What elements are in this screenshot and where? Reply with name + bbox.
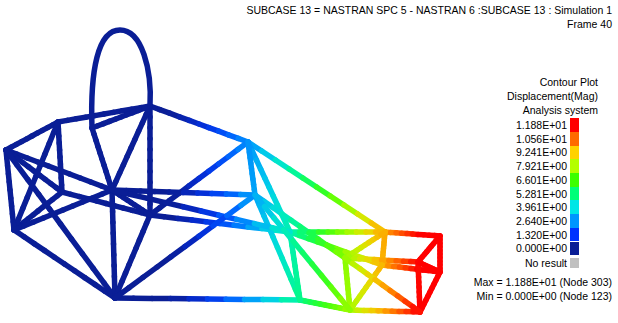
scale-value: 3.961E+00	[516, 201, 567, 213]
plot-label: Analysis system	[523, 104, 598, 116]
scale-swatch	[570, 146, 579, 160]
frame-tube	[376, 229, 386, 235]
scale-swatch	[570, 200, 579, 214]
scale-value: 1.320E+00	[516, 229, 567, 241]
frame-tube	[189, 296, 208, 302]
frame-tube	[381, 232, 385, 235]
frame-tube	[208, 296, 227, 302]
scale-swatch	[570, 228, 579, 242]
frame-tube	[341, 299, 351, 311]
frame-tube	[413, 307, 421, 312]
frame-tube	[171, 296, 190, 302]
scale-value: 9.241E+00	[516, 146, 567, 158]
scale-swatch	[570, 214, 579, 228]
frame-tube	[379, 265, 382, 270]
scale-value: No result	[525, 257, 567, 269]
frame-tube	[435, 233, 441, 239]
frame-tube	[39, 194, 50, 209]
frame-tube	[17, 165, 28, 180]
scale-value: 7.921E+00	[516, 160, 567, 172]
frame-tube	[93, 268, 104, 283]
scale-swatch	[570, 187, 579, 201]
frame-tube	[263, 297, 282, 303]
plot-label: Max = 1.188E+01 (Node 303)	[474, 276, 612, 288]
scale-value: 2.640E+00	[516, 215, 567, 227]
frame-tube	[437, 268, 443, 272]
frame-tube	[238, 142, 248, 149]
plot-label: Frame 40	[567, 18, 612, 30]
frame-tube	[245, 297, 264, 303]
plot-label: Min = 0.000E+00 (Node 123)	[477, 290, 612, 302]
plot-label: Displacement(Mag)	[507, 90, 598, 102]
scale-value: 5.281E+00	[516, 188, 567, 200]
frame-tube	[82, 254, 93, 269]
frame-tube	[71, 239, 82, 254]
scale-swatch	[570, 159, 579, 173]
main-hoop	[92, 30, 151, 128]
frame-tube	[226, 296, 245, 302]
frame-tubes	[6, 106, 440, 312]
scale-swatch	[570, 173, 579, 187]
frame-tube	[152, 296, 171, 302]
frame-tube	[56, 188, 62, 192]
frame-tube	[134, 295, 153, 301]
frame-tube	[6, 150, 17, 165]
plot-label: Contour Plot	[540, 76, 598, 88]
frame-tube	[146, 213, 150, 216]
frame-tube	[28, 180, 39, 195]
scale-value: 1.056E+01	[516, 133, 567, 145]
scale-swatch	[570, 132, 579, 146]
scale-value: 1.188E+01	[516, 119, 567, 131]
frame-tube	[438, 272, 440, 276]
scale-swatch	[570, 242, 579, 256]
frame-tube	[438, 271, 440, 272]
scale-swatch	[570, 118, 579, 132]
frame-tube	[438, 236, 440, 239]
scale-value: 0.000E+00	[516, 242, 567, 254]
plot-title: SUBCASE 13 = NASTRAN SPC 5 - NASTRAN 6 :…	[246, 4, 612, 16]
frame-tube	[245, 142, 251, 147]
scale-swatch	[570, 258, 579, 268]
frame-tube	[61, 224, 72, 239]
scale-value: 6.601E+00	[516, 174, 567, 186]
